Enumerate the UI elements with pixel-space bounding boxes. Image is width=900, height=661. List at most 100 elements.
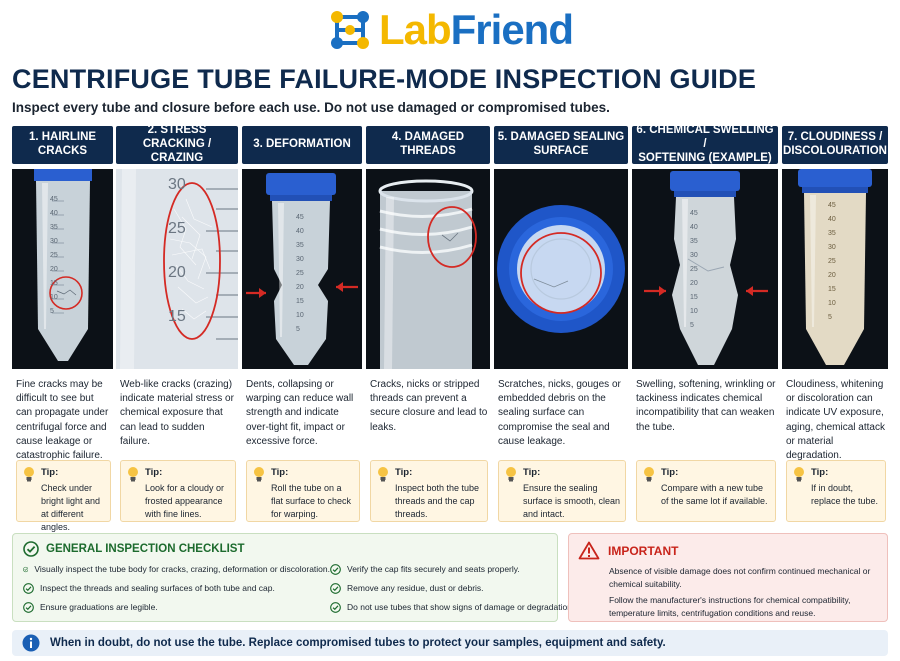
column-title-line1: 2. STRESS CRACKING / — [142, 124, 212, 151]
graduation-mark: 15 — [50, 280, 58, 287]
graduation-mark: 35 — [50, 224, 58, 231]
check-circle-icon — [23, 601, 34, 613]
check-circle-icon — [23, 566, 29, 572]
tip-text: Ensure the sealing surface is smooth, cl… — [523, 482, 621, 519]
column-description: Web-like cracks (crazing) indicate mater… — [120, 379, 234, 447]
check-circle-icon — [23, 541, 39, 557]
check-circle-icon — [330, 601, 341, 613]
column-title-line1: 6. CHEMICAL SWELLING / — [636, 124, 774, 151]
tip-text: Check under bright light and at differen… — [41, 482, 101, 532]
page-subtitle: Inspect every tube and closure before ea… — [12, 100, 610, 115]
graduation-mark: 40 — [296, 228, 304, 235]
column-title-line2: CRAZING — [150, 151, 204, 164]
graduation-mark: 45 — [828, 202, 836, 209]
warning-icon — [578, 541, 600, 560]
column-description: Cracks, nicks or stripped threads can pr… — [370, 379, 488, 433]
column-title-line1: 4. DAMAGED — [391, 131, 465, 144]
lightbulb-icon — [506, 467, 516, 482]
inspection-checklist: GENERAL INSPECTION CHECKLIST Visually in… — [12, 533, 574, 622]
tip-box: Tip: Look for a cloudy or frosted appear… — [120, 460, 236, 522]
column-description: Dents, collapsing or warping can reduce … — [246, 379, 354, 447]
logo-friend: Friend — [450, 6, 574, 53]
brand-logo: LabFriend — [0, 4, 900, 56]
check-circle-icon — [23, 582, 34, 594]
graduation-mark: 30 — [828, 244, 836, 251]
tip-text: Roll the tube on a flat surface to check… — [271, 482, 352, 519]
tip-text: Inspect both the tube threads and the ca… — [395, 482, 480, 519]
graduation-mark: 25 — [690, 266, 698, 273]
graduation-mark: 5 — [296, 326, 300, 333]
graduation-mark: 25 — [296, 270, 304, 277]
column-title-line2: SURFACE — [533, 145, 589, 157]
lightbulb-icon — [644, 467, 654, 482]
graduation-mark: 10 — [828, 300, 836, 307]
graduation-mark: 25 — [168, 220, 186, 237]
graduation-mark: 40 — [50, 210, 58, 217]
column-title-line2: DISCOLOURATION — [783, 145, 887, 157]
graduation-mark: 5 — [690, 322, 694, 329]
tip-label: Tip: — [145, 467, 163, 478]
graduation-mark: 10 — [50, 294, 58, 301]
graduation-mark: 35 — [828, 230, 836, 237]
graduation-mark: 20 — [296, 284, 304, 291]
damaged-threads-photo — [366, 169, 490, 369]
checklist-item-text: Inspect the threads and sealing surfaces… — [40, 583, 275, 593]
graduation-mark: 10 — [690, 308, 698, 315]
graduation-mark: 35 — [296, 242, 304, 249]
checklist-item-text: Remove any residue, dust or debris. — [347, 583, 484, 593]
checklist-item: Do not use tubes that show signs of dama… — [330, 601, 574, 613]
checklist-item: Inspect the threads and sealing surfaces… — [23, 582, 330, 594]
column-description: Swelling, softening, wrinkling or tackin… — [636, 379, 776, 433]
important-title: IMPORTANT — [608, 543, 679, 558]
column-title-line1: 5. DAMAGED SEALING — [497, 131, 625, 144]
graduation-mark: 45 — [296, 214, 304, 221]
graduation-mark: 20 — [168, 264, 186, 281]
graduation-mark: 10 — [296, 312, 304, 319]
checklist-items: Visually inspect the tube body for crack… — [23, 563, 574, 613]
graduation-mark: 20 — [50, 266, 58, 273]
lightbulb-icon — [794, 467, 804, 482]
checklist-item-text: Verify the cap fits securely and seats p… — [347, 564, 520, 574]
checklist-item-text: Ensure graduations are legible. — [40, 602, 158, 612]
info-icon — [22, 634, 40, 652]
graduation-mark: 40 — [828, 216, 836, 223]
graduation-mark: 20 — [828, 272, 836, 279]
graduation-mark: 30 — [296, 256, 304, 263]
graduation-mark: 5 — [50, 308, 54, 315]
column-description: Fine cracks may be difficult to see but … — [16, 379, 109, 461]
tip-box: Tip: Compare with a new tube of the same… — [636, 460, 776, 522]
important-header: IMPORTANT — [578, 541, 678, 560]
graduation-mark: 15 — [828, 286, 836, 293]
tip-label: Tip: — [395, 467, 413, 478]
lightbulb-icon — [378, 467, 388, 482]
logo-lab: Lab — [378, 6, 452, 53]
important-notice: IMPORTANT Absence of visible damage does… — [568, 533, 888, 622]
checklist-header: GENERAL INSPECTION CHECKLIST — [23, 541, 245, 557]
checklist-item: Remove any residue, dust or debris. — [330, 582, 574, 594]
logo-wordmark: LabFriend — [378, 6, 574, 53]
tip-box: Tip: Roll the tube on a flat surface to … — [246, 460, 360, 522]
column-header: 6. CHEMICAL SWELLING /SOFTENING (EXAMPLE… — [632, 124, 778, 164]
checklist-item-text: Do not use tubes that show signs of dama… — [347, 602, 575, 612]
graduation-mark: 15 — [168, 308, 186, 325]
lightbulb-icon — [254, 467, 264, 482]
column-header: 2. STRESS CRACKING /CRAZING — [116, 124, 238, 164]
lightbulb-icon — [24, 467, 34, 482]
footer-banner: When in doubt, do not use the tube. Repl… — [12, 630, 888, 656]
footer-text: When in doubt, do not use the tube. Repl… — [50, 637, 666, 649]
important-paragraph-2: Follow the manufacturer's instructions f… — [609, 595, 851, 618]
checklist-item: Verify the cap fits securely and seats p… — [330, 563, 574, 575]
page-title: CENTRIFUGE TUBE FAILURE-MODE INSPECTION … — [12, 64, 757, 94]
checklist-item: Ensure graduations are legible. — [23, 601, 330, 613]
column-description: Scratches, nicks, gouges or embedded deb… — [498, 379, 621, 447]
tip-label: Tip: — [41, 467, 59, 478]
